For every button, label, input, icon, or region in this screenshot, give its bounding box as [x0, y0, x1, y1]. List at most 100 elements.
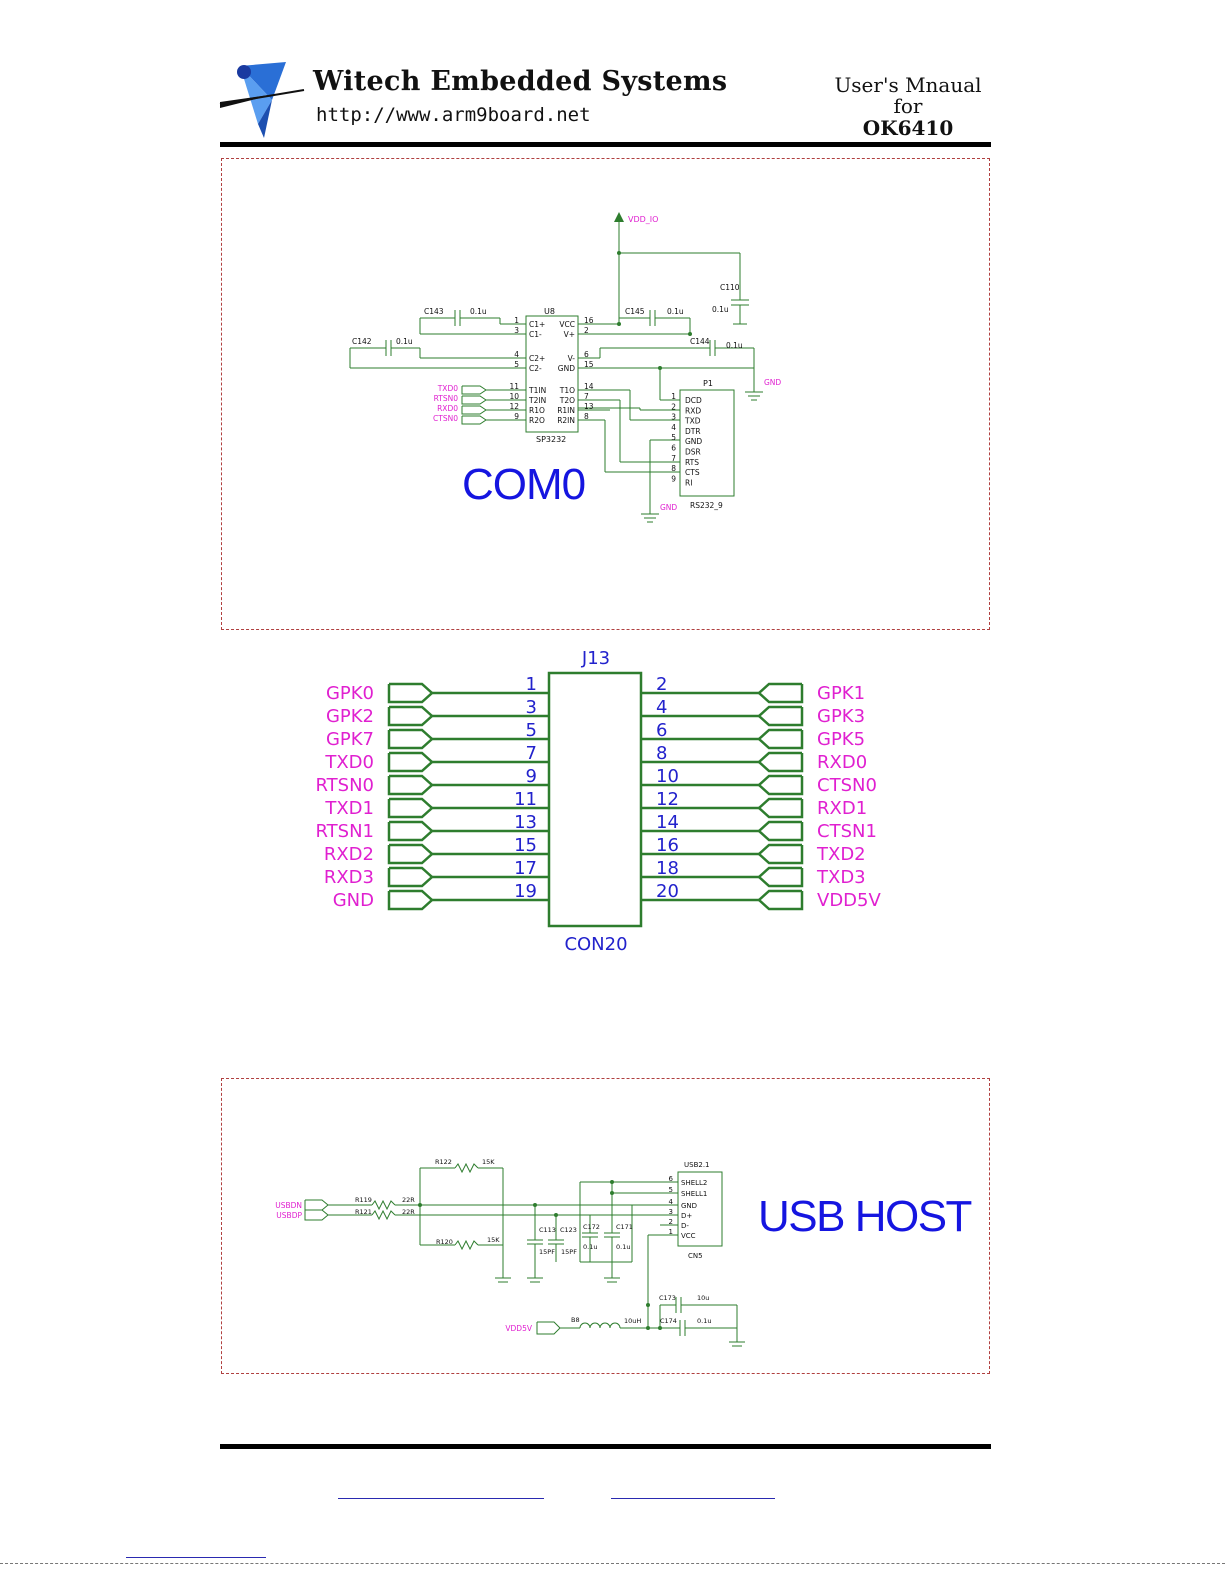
connector-pin-number: 8 [671, 464, 676, 473]
supply-label: VDD_IO [628, 215, 658, 224]
ic-pin-number: 7 [584, 392, 589, 401]
pin-number: 13 [514, 812, 537, 833]
net-label: RXD1 [817, 798, 867, 819]
ic-pin-name: T1IN [528, 386, 546, 395]
connector-pin-name: RI [685, 478, 692, 487]
gnd-label: GND [764, 378, 781, 387]
com0-frame [221, 158, 990, 630]
pin-number: 12 [656, 789, 679, 810]
ic-pin-number: 14 [584, 382, 594, 391]
ic-pin-number: 5 [514, 360, 519, 369]
capacitor-ref: C144 [690, 337, 710, 346]
ic-pin-name: R1IN [557, 406, 575, 415]
ic-pin-name: GND [558, 364, 575, 373]
resistor-value: 15K [482, 1158, 495, 1166]
connector-pin-number: 5 [669, 1186, 673, 1194]
connector-ref: J13 [581, 648, 610, 669]
capacitor-ref: C173 [659, 1294, 676, 1302]
pin-number: 1 [526, 674, 537, 695]
net-flag [757, 774, 804, 796]
net-label: USBDP [276, 1211, 302, 1220]
ic-ref: U8 [544, 307, 555, 316]
net-label: RTSN0 [434, 394, 459, 403]
connector-pin-number: 5 [671, 433, 676, 442]
net-label: RXD3 [324, 867, 374, 888]
connector-pin-name: TXD [684, 417, 701, 426]
capacitor-value: 0.1u [712, 305, 729, 314]
connector-pin-number: 9 [671, 474, 676, 483]
pin-number: 15 [514, 835, 537, 856]
ic-pin-name: C1+ [529, 320, 545, 329]
capacitor-value: 15PF [539, 1248, 555, 1256]
pin-number: 16 [656, 835, 679, 856]
net-flag [387, 889, 434, 911]
ic-pin-number: 9 [514, 412, 519, 421]
ic-pin-number: 1 [514, 316, 519, 325]
pin-number: 20 [656, 881, 679, 902]
pin-number: 11 [514, 789, 537, 810]
ic-pin-number: 4 [514, 350, 519, 359]
ic-pin-name: R2O [529, 416, 545, 425]
connector-pin-name: D- [681, 1222, 689, 1230]
connector-pin-name: VCC [681, 1232, 696, 1240]
header-rule [220, 142, 991, 147]
page-bottom-dashes [0, 1563, 1225, 1564]
ic-pin-number: 3 [514, 326, 519, 335]
ic-pin-name: VCC [559, 320, 575, 329]
connector-pin-name: DCD [685, 396, 702, 405]
capacitor-ref: C143 [424, 307, 444, 316]
usb-title: USB HOST [758, 1192, 972, 1241]
connector-pin-number: 3 [671, 413, 676, 422]
ic-pin-number: 15 [584, 360, 594, 369]
ic-pin-name: C2- [529, 364, 542, 373]
net-flag [387, 728, 434, 750]
pin-number: 3 [526, 697, 537, 718]
net-label: GPK7 [326, 729, 374, 750]
footer-link-2[interactable] [611, 1498, 775, 1499]
inductor-value: 10uH [624, 1317, 641, 1325]
connector-pin-name: RXD [685, 406, 701, 415]
footer-link-3[interactable] [126, 1557, 266, 1558]
net-label: CTSN0 [817, 775, 877, 796]
connector-pin-number: 4 [671, 423, 676, 432]
ic-pin-name: C1- [529, 330, 542, 339]
pin-number: 17 [514, 858, 537, 879]
connector-part: CN5 [688, 1252, 703, 1260]
net-flag [387, 866, 434, 888]
pin-number: 9 [526, 766, 537, 787]
net-label: TXD0 [324, 752, 374, 773]
net-label: TXD3 [816, 867, 866, 888]
manual-line-1: User's Mnaual [834, 73, 982, 97]
net-label: CTSN1 [817, 821, 877, 842]
capacitor-value: 0.1u [616, 1243, 630, 1251]
capacitor-value: 0.1u [667, 307, 684, 316]
pin-number: 19 [514, 881, 537, 902]
capacitor-value: 0.1u [697, 1317, 711, 1325]
net-flag [387, 774, 434, 796]
capacitor-value: 0.1u [396, 337, 413, 346]
manual-line-3: OK6410 [862, 116, 954, 140]
net-flag [757, 728, 804, 750]
net-label: GPK5 [817, 729, 865, 750]
manual-line-2: for [893, 94, 923, 118]
net-label: GND [333, 890, 374, 911]
net-label: VDD5V [817, 890, 881, 911]
ic-pin-number: 10 [509, 392, 519, 401]
net-flag [387, 820, 434, 842]
inductor-ref: B8 [571, 1316, 580, 1324]
ic-pin-number: 8 [584, 412, 589, 421]
net-flag [757, 820, 804, 842]
net-label: VDD5V [505, 1324, 532, 1333]
capacitor-ref: C123 [560, 1226, 577, 1234]
capacitor-ref: C110 [720, 283, 740, 292]
connector-ref: P1 [703, 379, 713, 388]
ic-pin-name: T2IN [528, 396, 546, 405]
capacitor-value: 15PF [561, 1248, 577, 1256]
footer-link-1[interactable] [338, 1498, 544, 1499]
ic-pin-number: 11 [509, 382, 519, 391]
capacitor-value: 0.1u [470, 307, 487, 316]
connector-part: RS232_9 [690, 501, 723, 510]
